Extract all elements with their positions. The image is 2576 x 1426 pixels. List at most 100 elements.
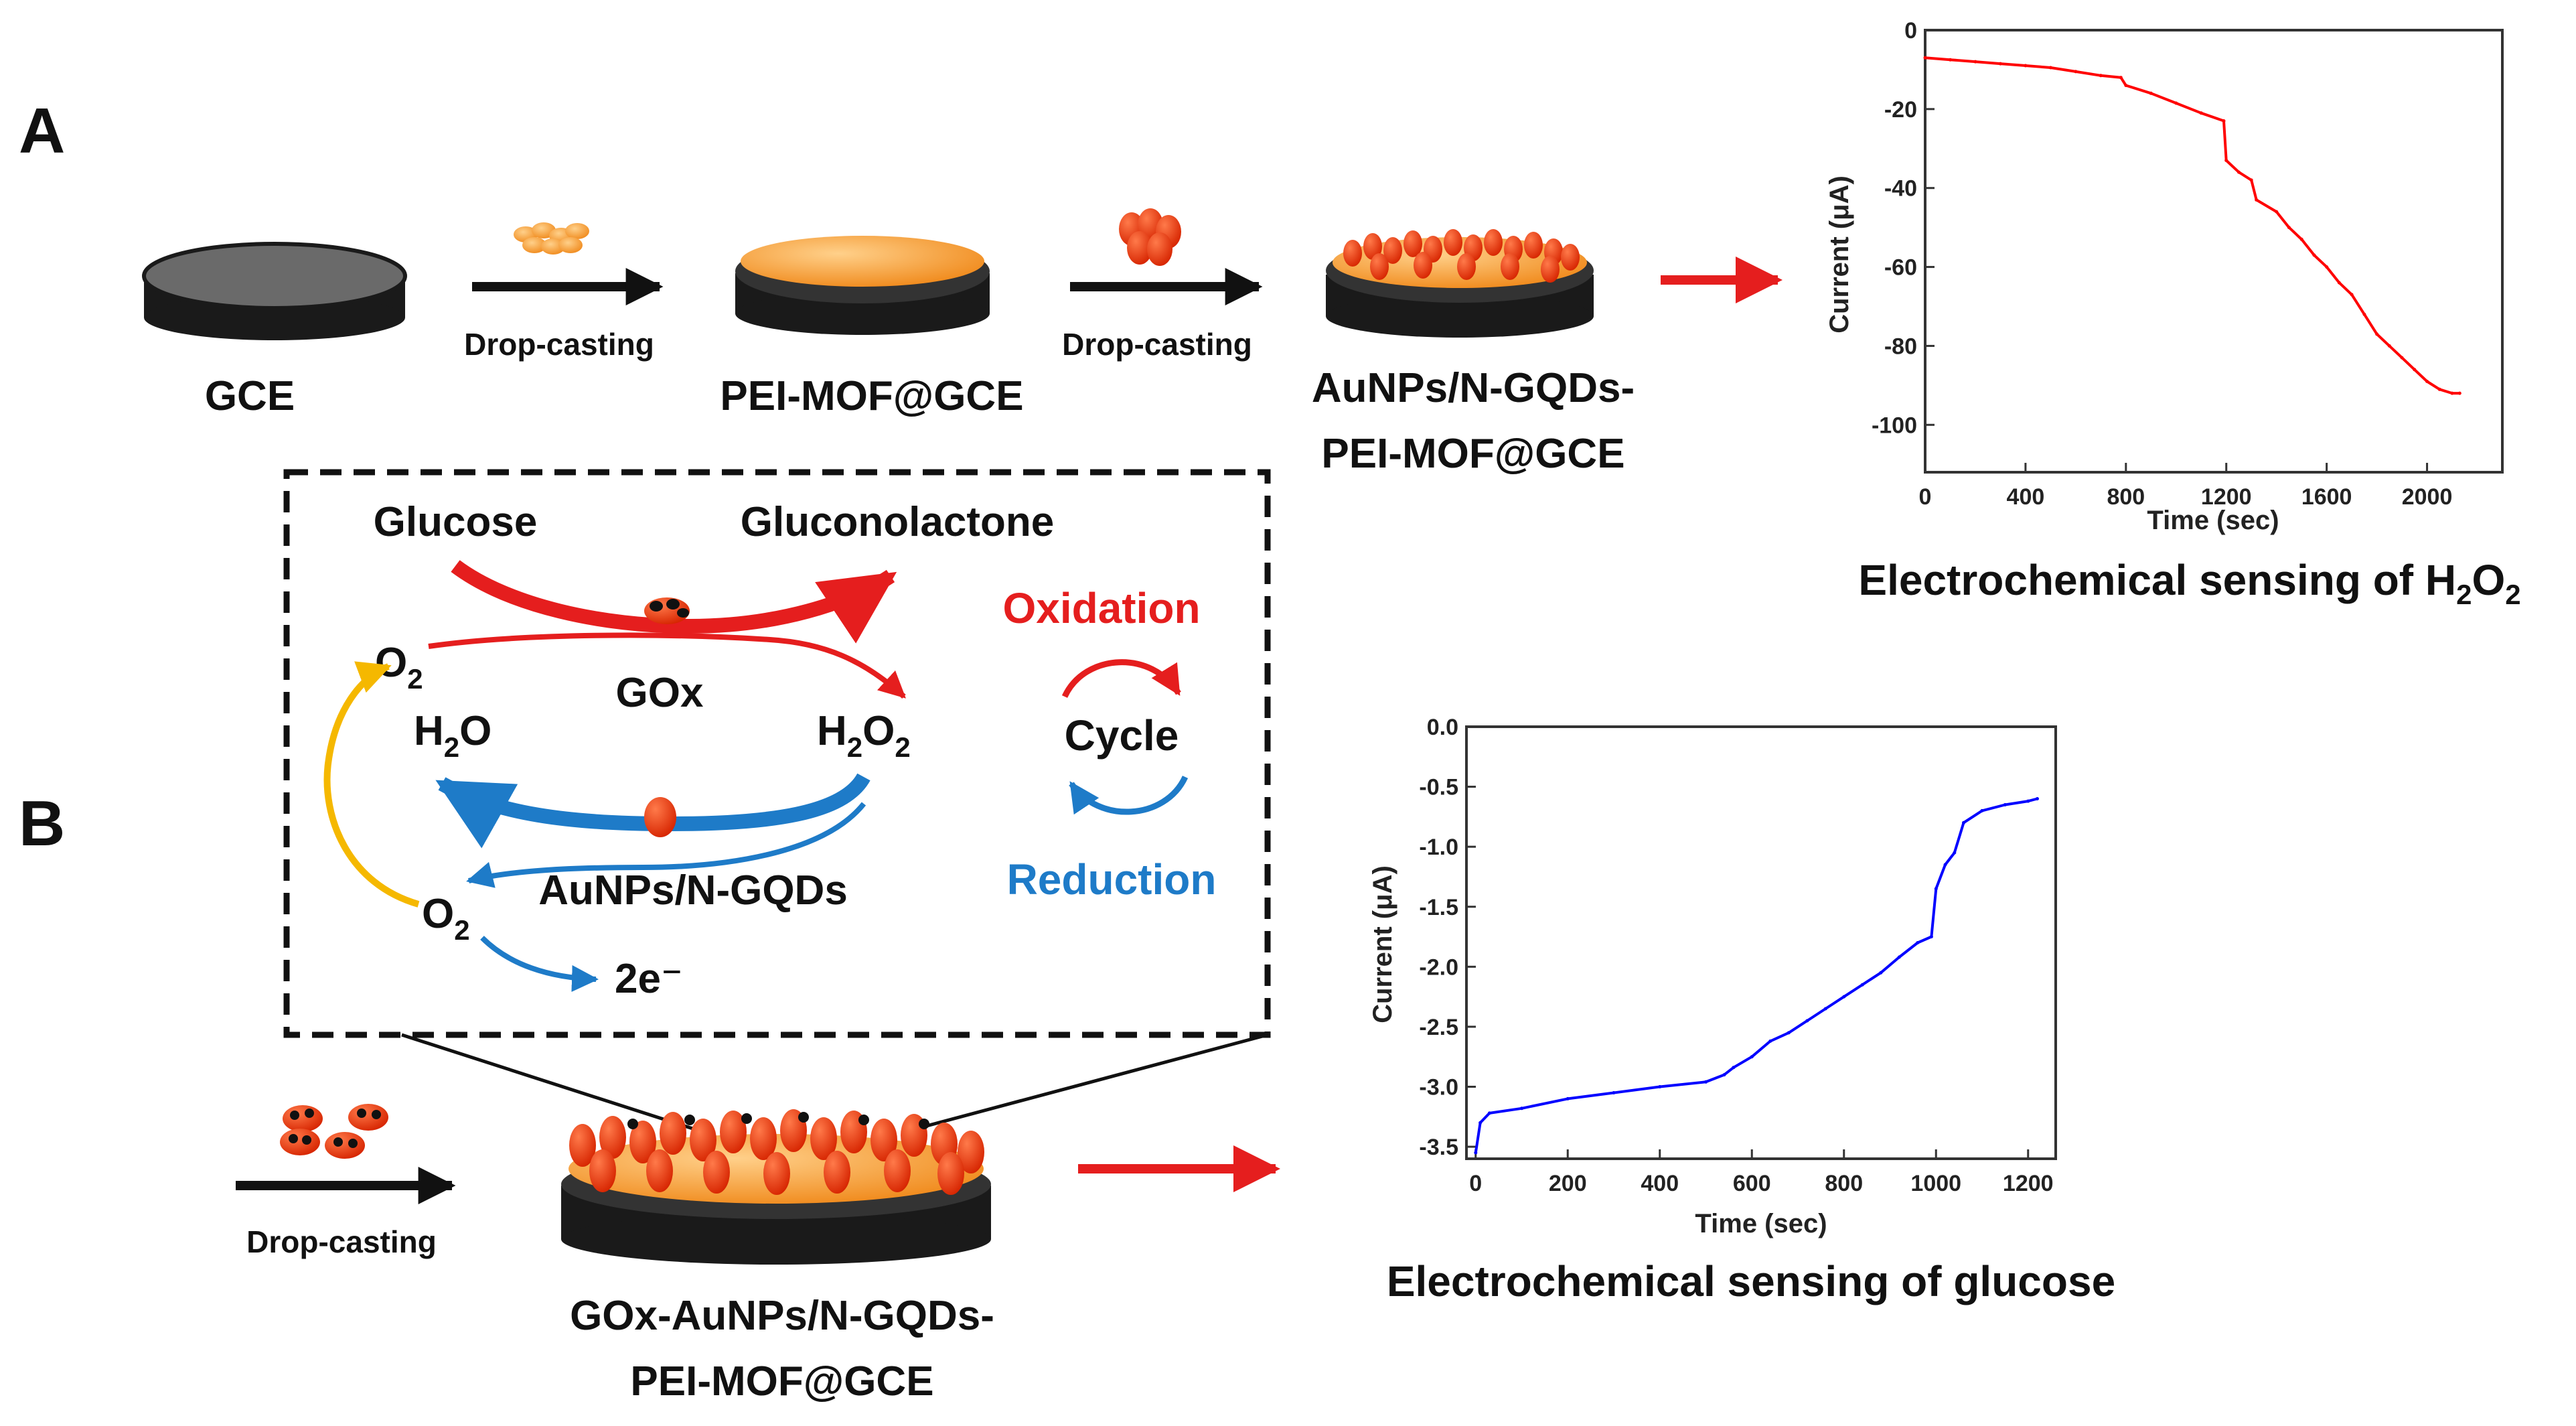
chart-a-ytick-label: -60 [1884, 255, 1917, 281]
label-electrons: 2e⁻ [615, 956, 683, 1002]
chart-a-ytick-label: -100 [1872, 413, 1917, 438]
chart-a-ytick-label: -20 [1884, 97, 1917, 123]
chart-a-data-point [2099, 74, 2103, 78]
chart-a-data-point [2249, 178, 2253, 182]
o2-formation-arrow [466, 802, 866, 888]
chart-a-data-point [2437, 387, 2441, 391]
chart-a-data-point [1949, 58, 1952, 62]
chart-a-data-point [2119, 76, 2123, 80]
chart-b-data-point [1879, 971, 1883, 975]
label-aunps-catalyst: AuNPs/N-GQDs [538, 867, 848, 914]
chart-b-xtick-label: 0 [1469, 1171, 1482, 1196]
gox-aunp-cluster-icon [280, 1104, 388, 1159]
label-pei-mof-gce: PEI-MOF@GCE [720, 373, 1023, 419]
chart-b-data-point [1943, 863, 1947, 867]
chart-a-data-point [1923, 56, 1927, 60]
chart-a-data-point [1998, 62, 2002, 66]
chart-a-data-point [2174, 101, 2178, 105]
chart-b-data-point [1842, 995, 1846, 999]
chart-a-data-point [2222, 119, 2226, 123]
gold-nanoparticle-cluster-icon [1119, 208, 1181, 266]
label-drop-casting-3: Drop-casting [246, 1224, 437, 1259]
label-gox-line2: PEI-MOF@GCE [630, 1358, 933, 1405]
label-h2o: H2O [414, 708, 491, 763]
gox-enzyme-icon [644, 597, 690, 624]
chart-b-data-point [2003, 803, 2007, 806]
chart-a-data-point [1973, 60, 1977, 64]
label-aunps-line2: PEI-MOF@GCE [1321, 431, 1624, 477]
aunps-electrode [1326, 229, 1594, 338]
pei-mof-electrode [735, 236, 990, 335]
chart-b-data-point [1658, 1085, 1662, 1088]
chart-a-ytick-label: -40 [1884, 176, 1917, 202]
chart-b-data-point [1479, 1121, 1483, 1125]
chart-a-xtick-label: 0 [1919, 484, 1932, 510]
chart-b-ytick-label: -3.0 [1419, 1075, 1458, 1100]
chart-a-xtick-label: 1200 [2201, 484, 2252, 510]
chart-b-data-point [1566, 1096, 1570, 1100]
label-gox-line1: GOx-AuNPs/N-GQDs- [570, 1293, 994, 1339]
chart-a-ylabel: Current (μA) [1825, 175, 1854, 334]
chart-a-xlabel: Time (sec) [2147, 506, 2279, 535]
label-gox: GOx [616, 670, 704, 716]
chart-a-data-point [2337, 281, 2341, 285]
chart-b-data-point [1860, 983, 1864, 987]
chart-b-data-point [1787, 1031, 1791, 1035]
chart-a-data-point [2024, 64, 2028, 68]
chart-b-xtick-label: 600 [1733, 1171, 1771, 1196]
cycle-reduction-arrow [1069, 775, 1189, 815]
chart-b-data-point [1823, 1007, 1827, 1011]
chart-a-series-line [1924, 56, 2460, 395]
chart-a-data-point [2413, 368, 2417, 372]
label-reduction: Reduction [1007, 855, 1217, 904]
chart-a-data-point [2362, 312, 2366, 316]
chart-a-data-point [2237, 170, 2241, 174]
chart-a-data-point [2400, 356, 2404, 360]
chart-b-data-point [1704, 1080, 1708, 1084]
chart-b-data-point [1980, 808, 1984, 812]
label-h2o2: H2O2 [817, 708, 911, 763]
chart-a-data-point [2048, 66, 2052, 70]
chart-b-ytick-label: -2.5 [1419, 1015, 1458, 1040]
label-cycle: Cycle [1065, 711, 1179, 760]
chart-b-data-point [1750, 1055, 1754, 1059]
chart-b-data-point [1732, 1066, 1736, 1070]
chart-b-data-point [1474, 1151, 1478, 1155]
electron-release-arrow [480, 936, 599, 992]
chart-a-data-point [2450, 391, 2454, 395]
chart-b-data-point [1962, 821, 1965, 825]
chart-b-xtick-label: 200 [1549, 1171, 1587, 1196]
chart-a-data-point [2074, 70, 2078, 74]
chart-b-data-point [1916, 941, 1920, 944]
panel-label-a: A [19, 95, 65, 167]
chart-a-data-point [2124, 84, 2128, 87]
chart-a-xtick-label: 800 [2107, 484, 2145, 510]
chart-a-data-point [2350, 293, 2354, 297]
label-drop-casting-2: Drop-casting [1062, 327, 1252, 362]
oxidation-arc-arrow [451, 560, 897, 644]
caption-glucose: Electrochemical sensing of glucose [1387, 1257, 2115, 1305]
chart-a-data-point [2287, 226, 2291, 230]
chart-a-data-point [2199, 111, 2203, 115]
label-aunps-line1: AuNPs/N-GQDs- [1312, 365, 1635, 411]
chart-a-data-point [2255, 198, 2259, 202]
h2o2-formation-arrow [428, 632, 906, 699]
chart-a-data-point [2375, 332, 2379, 336]
chart-b-xtick-label: 1000 [1910, 1171, 1961, 1196]
chart-b-ytick-label: -1.5 [1419, 895, 1458, 920]
chart-a-data-point [2149, 91, 2153, 95]
zoom-connector-right [903, 1033, 1268, 1134]
o2-regeneration-arrow [323, 661, 420, 908]
chart-b-ytick-label: -3.5 [1419, 1135, 1458, 1160]
chart-b-data-point [1768, 1039, 1772, 1043]
label-gluconolactone: Gluconolactone [741, 499, 1054, 545]
chart-a-xtick-label: 400 [2007, 484, 2045, 510]
chart-a-data-point [2387, 344, 2391, 348]
chart-b-data-point [1520, 1107, 1523, 1111]
chart-b-ytick-label: -2.0 [1419, 954, 1458, 980]
chart-b-ytick-label: 0.0 [1427, 715, 1458, 740]
gce-electrode [142, 242, 407, 340]
